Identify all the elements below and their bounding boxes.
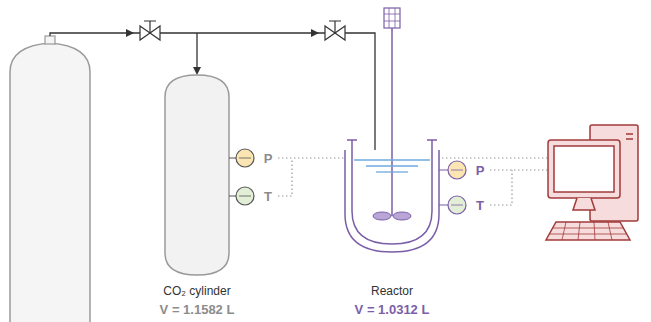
reactor-vessel	[347, 140, 437, 244]
vessel-name: Reactor	[371, 284, 413, 298]
stirrer-shaft	[391, 8, 393, 216]
liquid-level	[354, 160, 430, 172]
sensor-label: P	[264, 151, 273, 166]
gas-pipe	[374, 140, 375, 150]
valve-symbol	[140, 21, 160, 40]
cylinder-vessel: CO₂ cylinder	[157, 72, 237, 298]
volume-label: V = 1.0312 L	[355, 302, 430, 317]
vessel-name: CO₂ cylinder	[163, 284, 230, 298]
impeller	[373, 212, 411, 220]
computer	[546, 125, 638, 240]
cylinder-gauges	[229, 149, 254, 205]
stirrer-shaft	[391, 140, 393, 216]
volume-label: V = 1.1582 L	[160, 302, 235, 317]
bottle-neck	[45, 36, 55, 44]
gas-bottle	[10, 43, 90, 322]
stirrer-motor	[384, 8, 400, 28]
sensor-label: T	[476, 198, 484, 213]
reactor-vessel: Reactor	[342, 4, 442, 298]
flow-arrows	[126, 29, 379, 151]
valve-symbol	[325, 21, 345, 40]
co2-cylinder-body	[165, 75, 229, 275]
reactor-gauges	[439, 161, 466, 214]
sensor-label: T	[264, 189, 272, 204]
sensor-label: P	[476, 163, 485, 178]
